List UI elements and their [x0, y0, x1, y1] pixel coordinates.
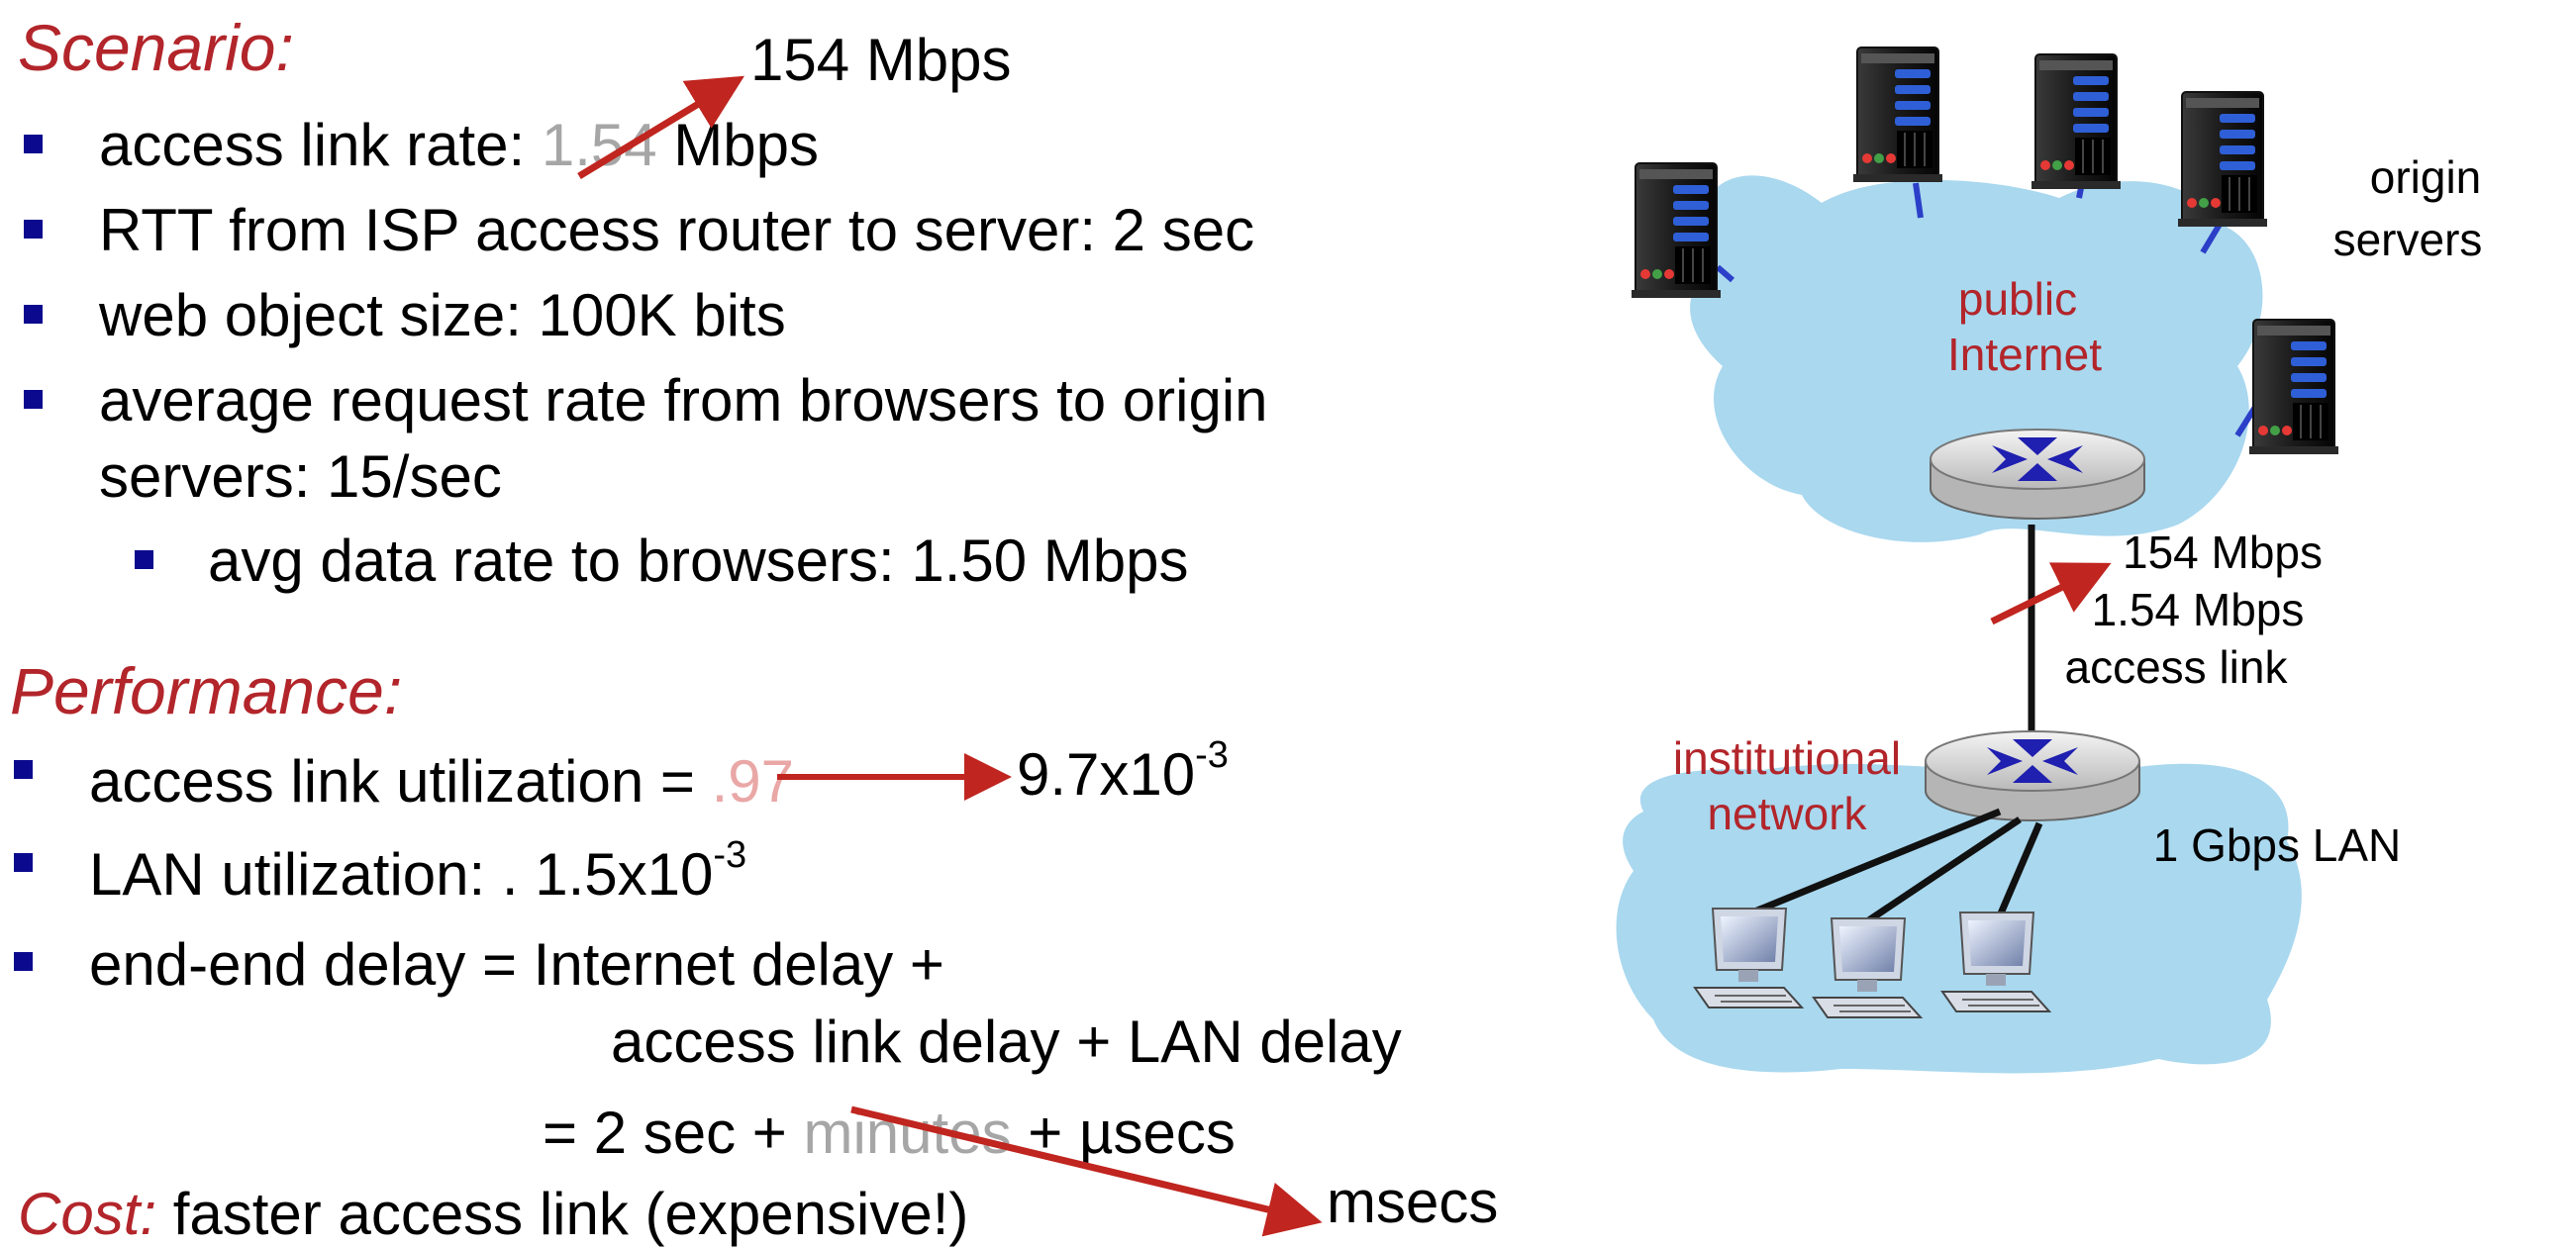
delay-old: minutes [803, 1100, 1012, 1166]
internet-router-icon [1930, 429, 2145, 520]
access-rate-new: 154 Mbps [750, 27, 1012, 93]
utilization-old: .97 [711, 748, 795, 815]
access-link-label: access link [2065, 641, 2289, 693]
bullet-marker [24, 135, 43, 153]
bullet-end-end-delay: end-end delay = Internet delay + [89, 931, 944, 998]
origin-label-2: servers [2333, 214, 2483, 265]
bullet-marker [24, 390, 43, 409]
cost-line: Cost: faster access link (expensive!) [18, 1181, 969, 1247]
origin-server-icon [2177, 91, 2268, 228]
bullet-utilization: access link utilization = .97 [89, 748, 795, 815]
bullet-request-rate-2: servers: 15/sec [99, 443, 502, 510]
performance-heading: Performance: [10, 654, 403, 727]
delay-new: msecs [1327, 1169, 1499, 1235]
delay-line-2: access link delay + LAN delay [611, 1008, 1402, 1075]
origin-label-1: origin [2370, 151, 2482, 203]
access-rate-arrow [577, 75, 744, 179]
link-rate-new: 154 Mbps [2123, 527, 2323, 578]
sub-bullet-marker [135, 550, 153, 569]
bullet-marker [14, 760, 33, 779]
bullet-rtt: RTT from ISP access router to server: 2 … [99, 197, 1255, 263]
utilization-new: 9.7x10-3 [1017, 734, 1229, 808]
origin-server-icon [2248, 319, 2339, 455]
bullet-marker [24, 305, 43, 324]
link-rate-old: 1.54 Mbps [2092, 584, 2305, 635]
link-rate-arrow [1990, 562, 2112, 625]
origin-server-icon [2031, 53, 2122, 190]
institutional-router-icon [1925, 730, 2140, 821]
public-label-2: Internet [1947, 329, 2102, 380]
institutional-label-1: institutional [1673, 732, 1901, 784]
institutional-label-2: network [1707, 788, 1867, 839]
bullet-lan-utilization: LAN utilization: . 1.5x10-3 [89, 834, 747, 908]
origin-server-icon [1631, 162, 1722, 299]
network-diagram: origin servers public Internet 154 Mbps … [1616, 47, 2483, 1074]
lan-label: 1 Gbps LAN [2153, 819, 2402, 871]
lan-links [1750, 808, 2043, 928]
public-label-1: public [1958, 273, 2077, 325]
scenario-heading: Scenario: [18, 11, 294, 84]
bullet-marker [14, 853, 33, 872]
bullet-avg-data-rate: avg data rate to browsers: 1.50 Mbps [208, 528, 1189, 594]
cost-label: Cost: [18, 1181, 157, 1247]
delay-line-3: = 2 sec + minutes + µsecs [543, 1100, 1236, 1166]
bullet-marker [24, 220, 43, 239]
delay-arrow [850, 1105, 1323, 1237]
origin-server-icon [1852, 47, 1943, 183]
correction-arrows [577, 75, 1323, 1237]
bullet-request-rate-1: average request rate from browsers to or… [99, 367, 1268, 433]
bullet-marker [14, 952, 33, 971]
bullet-object-size: web object size: 100K bits [99, 282, 786, 348]
